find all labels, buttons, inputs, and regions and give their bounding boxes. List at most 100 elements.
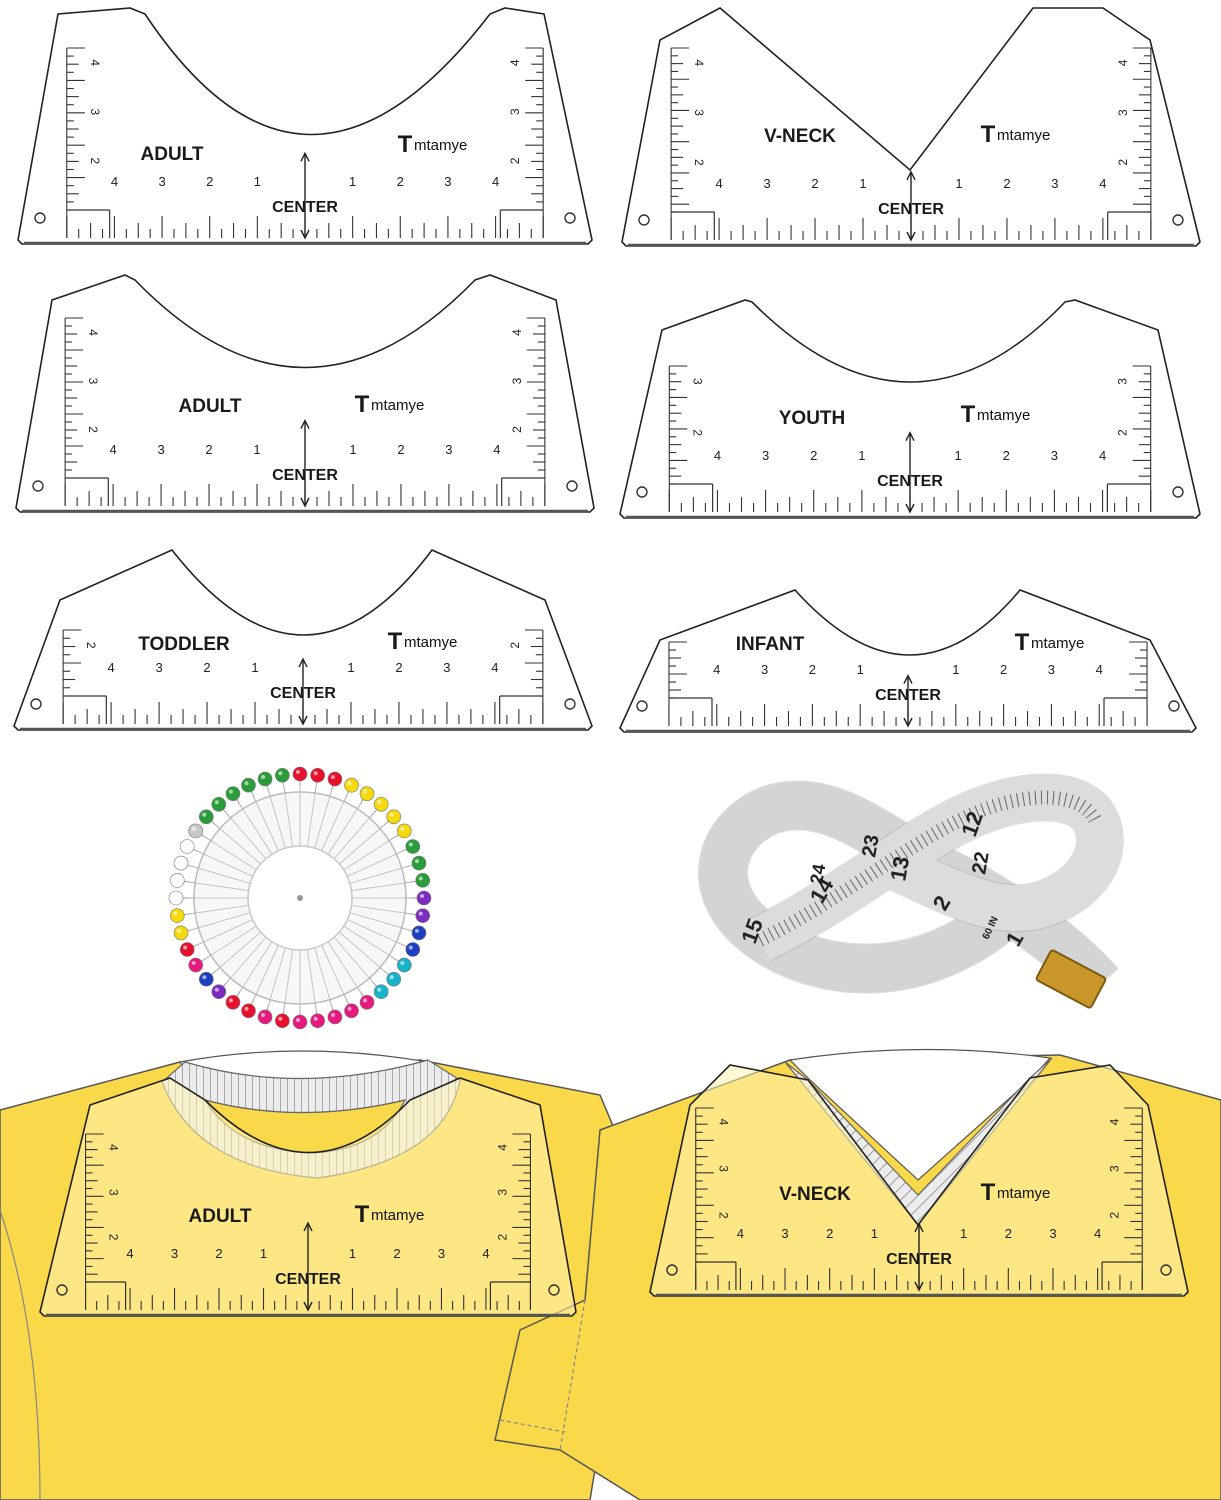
side-number-left-3: 3 [690, 378, 704, 385]
center-label: CENTER [270, 685, 336, 702]
side-ruler-ticks [85, 1133, 531, 1310]
side-ruler-ticks [668, 641, 1148, 726]
right-number-3: 3 [1051, 176, 1058, 191]
pin-head-shine [418, 911, 423, 916]
shirt-right-sleeve-hem [499, 1299, 586, 1451]
right-number-3: 3 [1049, 1226, 1056, 1241]
center-arrow-up [906, 170, 916, 181]
left-number-1: 1 [859, 176, 866, 191]
side-ruler-ticks [66, 47, 544, 238]
pin-needle [205, 925, 257, 959]
right-number-3: 3 [444, 174, 451, 189]
side-number-right-4: 4 [510, 329, 524, 336]
side-number-left-3: 3 [717, 1165, 731, 1172]
pin-head [359, 786, 375, 801]
side-number-right-2: 2 [508, 642, 522, 649]
pin-head [310, 767, 325, 783]
pin-head-shine [202, 812, 207, 817]
pin-needle [226, 937, 267, 983]
center-label: CENTER [886, 1251, 952, 1268]
pin-head [173, 925, 189, 941]
size-label: ADULT [189, 1206, 252, 1227]
center-arrow-down [914, 1281, 924, 1292]
pin-head [292, 766, 308, 782]
pin-head [179, 942, 195, 957]
side-number-left-2: 2 [84, 642, 98, 649]
side-number-left-3: 3 [86, 378, 100, 385]
pin-head [415, 908, 431, 923]
pin-head-shine [377, 987, 382, 992]
mount-hole [564, 698, 576, 710]
pin-head-shine [408, 842, 413, 847]
pin-needle [351, 881, 411, 891]
center-label: CENTER [272, 467, 338, 484]
mount-hole [636, 486, 648, 498]
side-number-left-4: 4 [692, 60, 706, 67]
brand-initial: T [355, 1201, 370, 1228]
side-number-right-4: 4 [1107, 1118, 1121, 1125]
left-number-1: 1 [871, 1226, 878, 1241]
pin-needle [339, 931, 385, 972]
size-label: TODDLER [138, 634, 230, 655]
pin-needle [189, 881, 249, 891]
pin-wheel [168, 766, 432, 1030]
tape-number-22: 22 [968, 850, 994, 876]
center-label: CENTER [875, 687, 941, 704]
left-number-2: 2 [811, 176, 818, 191]
brand-initial: T [961, 401, 976, 428]
pin-head-shine [400, 961, 405, 966]
side-number-right-2: 2 [1107, 1212, 1121, 1219]
pin-head [257, 1009, 273, 1025]
right-number-4: 4 [491, 660, 498, 675]
pin-head [225, 786, 241, 801]
left-number-3: 3 [781, 1226, 788, 1241]
mount-hole [566, 480, 578, 492]
pin-head-shine [347, 1006, 352, 1011]
left-number-3: 3 [157, 442, 164, 457]
pin-head-shine [228, 998, 233, 1003]
pin-needle [189, 905, 249, 915]
shirt-right-inner-back [788, 1048, 1052, 1181]
left-number-4: 4 [737, 1226, 744, 1241]
pin-needle [239, 803, 273, 855]
pin-head [411, 925, 427, 941]
brand-initial: T [981, 1179, 996, 1206]
center-label: CENTER [877, 473, 943, 490]
pin-head [416, 890, 432, 906]
pin-needle [215, 931, 261, 972]
pin-needle [343, 837, 395, 871]
pin-needle [349, 866, 408, 884]
measuring-tape: 15 14 13 12 2 1 22 23 24 60 IN [698, 773, 1124, 1009]
pin-head [386, 971, 402, 987]
mount-hole [32, 480, 44, 492]
center-arrow-down [298, 715, 308, 726]
pin-needle [215, 824, 261, 865]
mount-hole [56, 1284, 68, 1296]
left-number-3: 3 [761, 662, 768, 677]
pin-needle [321, 945, 347, 1001]
center-arrow-up [905, 431, 915, 441]
side-number-left-2: 2 [690, 429, 704, 436]
right-number-4: 4 [1094, 1226, 1101, 1241]
tape-tick-lines [756, 790, 1102, 947]
pin-head-shine [191, 961, 196, 966]
pin-needle [192, 866, 251, 884]
pin-head [344, 777, 359, 793]
pin-head [411, 855, 427, 871]
pin-head [211, 796, 227, 812]
pin-needle [314, 790, 332, 849]
right-number-4: 4 [1099, 176, 1106, 191]
brand-name: mtamye [997, 127, 1050, 144]
left-number-2: 2 [205, 442, 212, 457]
left-number-3: 3 [762, 448, 769, 463]
tape-number-23: 23 [858, 833, 884, 859]
center-arrow-up [300, 151, 310, 162]
right-number-2: 2 [1003, 448, 1010, 463]
center-label: CENTER [272, 199, 338, 216]
center-arrow-down [906, 231, 916, 242]
side-number-left-2: 2 [86, 426, 100, 433]
